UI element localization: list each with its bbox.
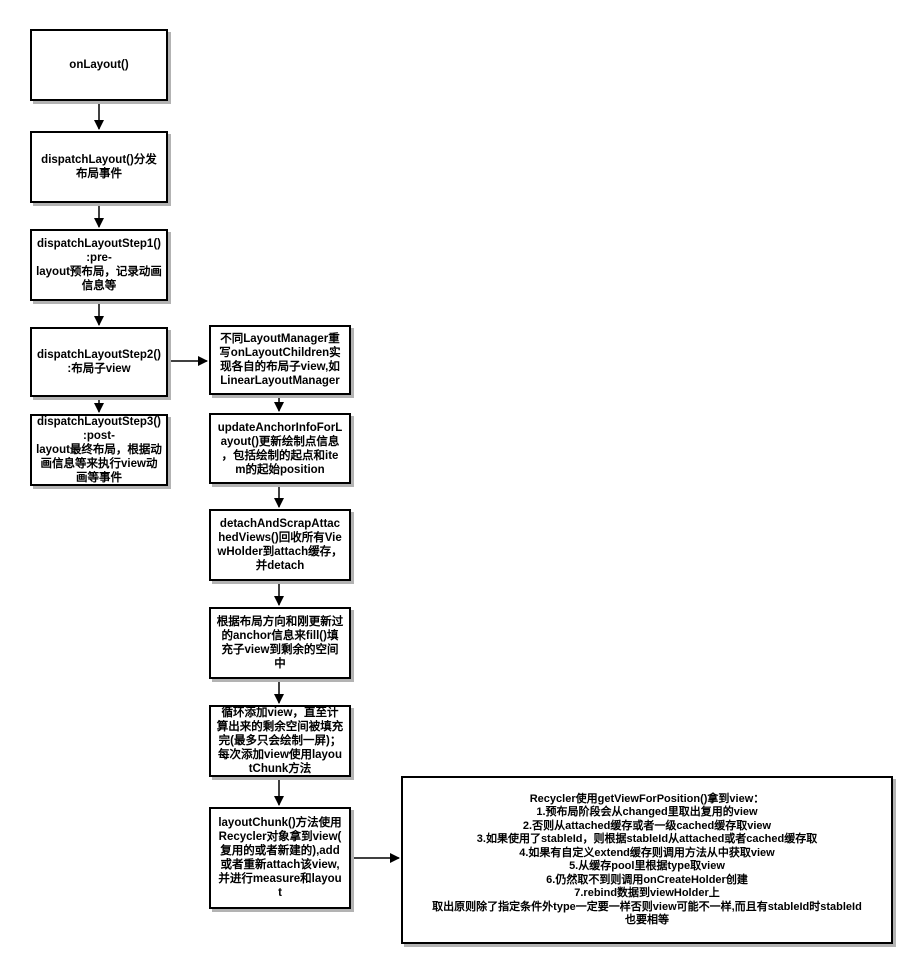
- node-dispatch-layout: dispatchLayout()分发 布局事件: [30, 131, 168, 203]
- node-detach-and-scrap-label: detachAndScrapAttac hedViews()回收所有Vie wH…: [217, 518, 343, 572]
- node-layout-chunk: layoutChunk()方法使用 Recycler对象拿到view( 复用的或…: [209, 807, 351, 909]
- node-dispatch-layout-step2: dispatchLayoutStep2() :布局子view: [30, 327, 168, 397]
- node-dispatch-layout-step1-label: dispatchLayoutStep1() :pre- layout预布局，记录…: [36, 238, 162, 292]
- node-recycler-get-view-label: Recycler使用getViewForPosition()拿到view： 1.…: [432, 792, 862, 927]
- node-dispatch-layout-step1: dispatchLayoutStep1() :pre- layout预布局，记录…: [30, 229, 168, 301]
- node-recycler-get-view: Recycler使用getViewForPosition()拿到view： 1.…: [401, 776, 893, 944]
- node-fill-label: 根据布局方向和刚更新过 的anchor信息来fill()填 充子view到剩余的…: [216, 616, 344, 670]
- node-detach-and-scrap: detachAndScrapAttac hedViews()回收所有Vie wH…: [209, 509, 351, 581]
- node-layout-chunk-label: layoutChunk()方法使用 Recycler对象拿到view( 复用的或…: [218, 817, 342, 899]
- node-fill: 根据布局方向和刚更新过 的anchor信息来fill()填 充子view到剩余的…: [209, 607, 351, 679]
- node-dispatch-layout-step3: dispatchLayoutStep3() :post- layout最终布局，…: [30, 414, 168, 486]
- node-layout-manager: 不同LayoutManager重 写onLayoutChildren实 现各自的…: [209, 325, 351, 395]
- node-onlayout: onLayout(): [30, 29, 168, 101]
- node-update-anchor-info: updateAnchorInfoForL ayout()更新绘制点信息 ，包括绘…: [209, 413, 351, 484]
- node-dispatch-layout-step2-label: dispatchLayoutStep2() :布局子view: [37, 349, 161, 375]
- node-layout-manager-label: 不同LayoutManager重 写onLayoutChildren实 现各自的…: [219, 333, 341, 387]
- node-dispatch-layout-step3-label: dispatchLayoutStep3() :post- layout最终布局，…: [36, 416, 162, 484]
- node-onlayout-label: onLayout(): [69, 59, 129, 71]
- node-dispatch-layout-label: dispatchLayout()分发 布局事件: [41, 154, 157, 180]
- node-loop-add-view-label: 循环添加view，直至计 算出来的剩余空间被填充 完(最多只会绘制一屏)； 每次…: [216, 707, 344, 775]
- node-loop-add-view: 循环添加view，直至计 算出来的剩余空间被填充 完(最多只会绘制一屏)； 每次…: [209, 705, 351, 777]
- node-update-anchor-info-label: updateAnchorInfoForL ayout()更新绘制点信息 ，包括绘…: [217, 421, 343, 476]
